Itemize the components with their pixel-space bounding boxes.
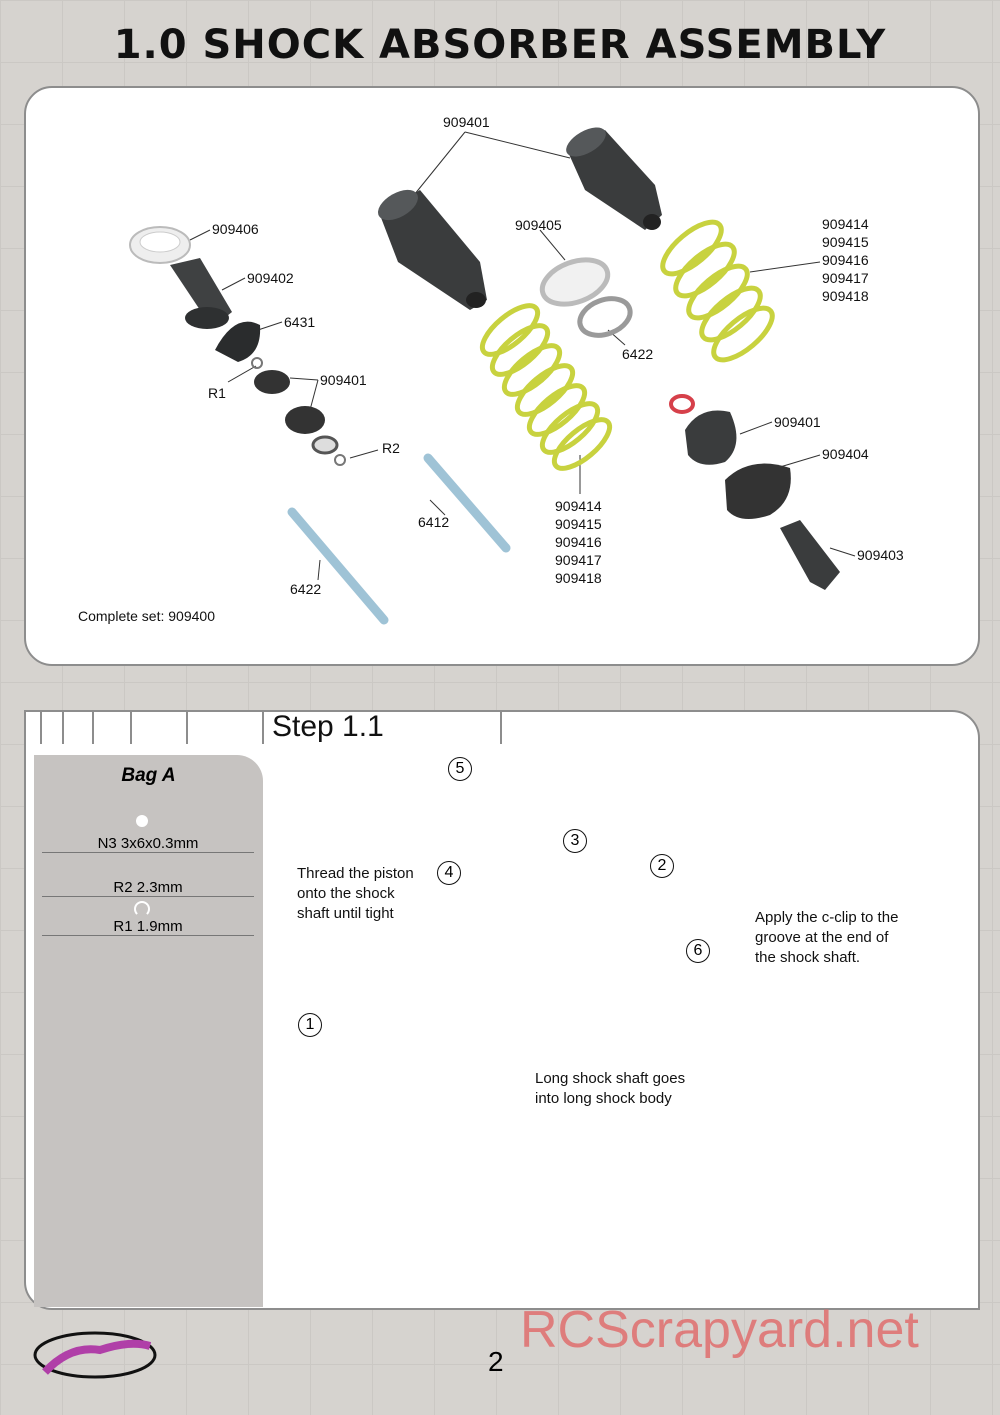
spring-part: 909416 (822, 252, 869, 268)
tab-box (62, 710, 94, 744)
spring-part: 909417 (822, 270, 869, 286)
tab-box (186, 710, 264, 744)
c-clip-r2 (334, 454, 346, 466)
step-number-2: 2 (650, 854, 674, 878)
spring-part-list-bottom: 909414 909415 909416 909417 909418 (555, 497, 602, 587)
step-label: Step 1.1 (272, 710, 384, 743)
page-title: 1.0 SHOCK ABSORBER ASSEMBLY (113, 22, 887, 68)
hardware-r2: R2 2.3mm (42, 879, 254, 897)
clip-icon (134, 901, 150, 917)
washer-icon (136, 815, 148, 827)
piston-2 (285, 406, 325, 434)
step-number-3: 3 (563, 829, 587, 853)
note-line: Long shock shaft goes (535, 1070, 686, 1087)
complete-set-label: Complete set: 909400 (78, 608, 215, 624)
page-number: 2 (488, 1346, 504, 1377)
step-number-1: 1 (298, 1013, 322, 1037)
brand-logo-icon (33, 1331, 157, 1379)
note-line: Thread the piston (297, 865, 414, 882)
spring-short (660, 219, 775, 363)
tab-box (40, 710, 64, 744)
hardware-r1: R1 1.9mm (42, 918, 254, 936)
rod-end (780, 520, 840, 590)
note-piston: Thread the piston onto the shock shaft u… (297, 864, 414, 924)
part-909404: 909404 (822, 446, 869, 462)
part-909405: 909405 (515, 217, 562, 233)
part-r1: R1 (208, 385, 226, 401)
part-6422-shaft: 6422 (290, 581, 322, 597)
c-clip-r1 (251, 357, 263, 369)
part-r2: R2 (382, 440, 400, 456)
note-shaft: Long shock shaft goes into long shock bo… (535, 1069, 685, 1109)
bag-title: Bag A (121, 765, 176, 786)
note-line: Apply the c-clip to the (755, 909, 899, 926)
note-line: into long shock body (535, 1090, 672, 1107)
piston-1 (254, 370, 290, 394)
tab-box (92, 710, 132, 744)
tab-box (130, 710, 188, 744)
part-909401-top: 909401 (443, 114, 490, 130)
spring-part: 909418 (555, 570, 602, 586)
shock-cap (170, 258, 232, 329)
part-909401-a: 909401 (320, 372, 367, 388)
spring-cup-bottom (725, 463, 791, 519)
tab-box (262, 710, 502, 744)
shock-body-short (566, 127, 662, 230)
watermark: RCScrapyard.net (520, 1301, 919, 1359)
part-6431: 6431 (284, 314, 316, 330)
step-number-5: 5 (448, 757, 472, 781)
step-number-6: 6 (686, 939, 710, 963)
shock-shaft-long (287, 507, 389, 625)
spring-long (479, 303, 613, 471)
shock-body-long (378, 189, 487, 310)
spring-part: 909415 (555, 516, 602, 532)
part-909402: 909402 (247, 270, 294, 286)
note-line: shaft until tight (297, 905, 394, 922)
part-909403: 909403 (857, 547, 904, 563)
note-line: the shock shaft. (755, 949, 861, 966)
shock-shaft-short (423, 453, 511, 553)
o-ring (577, 296, 633, 338)
step-number-4: 4 (437, 861, 461, 885)
part-6412: 6412 (418, 514, 450, 530)
spring-part: 909414 (822, 216, 869, 232)
part-6422-oring: 6422 (622, 346, 654, 362)
spring-cup-white (129, 226, 191, 264)
spring-part: 909417 (555, 552, 602, 568)
piston-right (685, 410, 737, 465)
washer (311, 435, 339, 455)
spring-part: 909414 (555, 498, 602, 514)
hardware-n3: N3 3x6x0.3mm (42, 835, 254, 853)
spring-part: 909416 (555, 534, 602, 550)
cap-bottom (215, 321, 261, 362)
spring-part-list-right: 909414 909415 909416 909417 909418 (822, 215, 869, 305)
part-909401-b: 909401 (774, 414, 821, 430)
part-909406: 909406 (212, 221, 259, 237)
note-line: groove at the end of (755, 929, 889, 946)
bag-a-panel: Bag A N3 3x6x0.3mm R2 2.3mm R1 1.9mm (34, 755, 263, 1307)
spring-part: 909415 (822, 234, 869, 250)
red-oring (669, 394, 695, 414)
spring-collar (539, 257, 611, 307)
spring-part: 909418 (822, 288, 869, 304)
note-line: onto the shock (297, 885, 395, 902)
note-clip: Apply the c-clip to the groove at the en… (755, 908, 898, 968)
